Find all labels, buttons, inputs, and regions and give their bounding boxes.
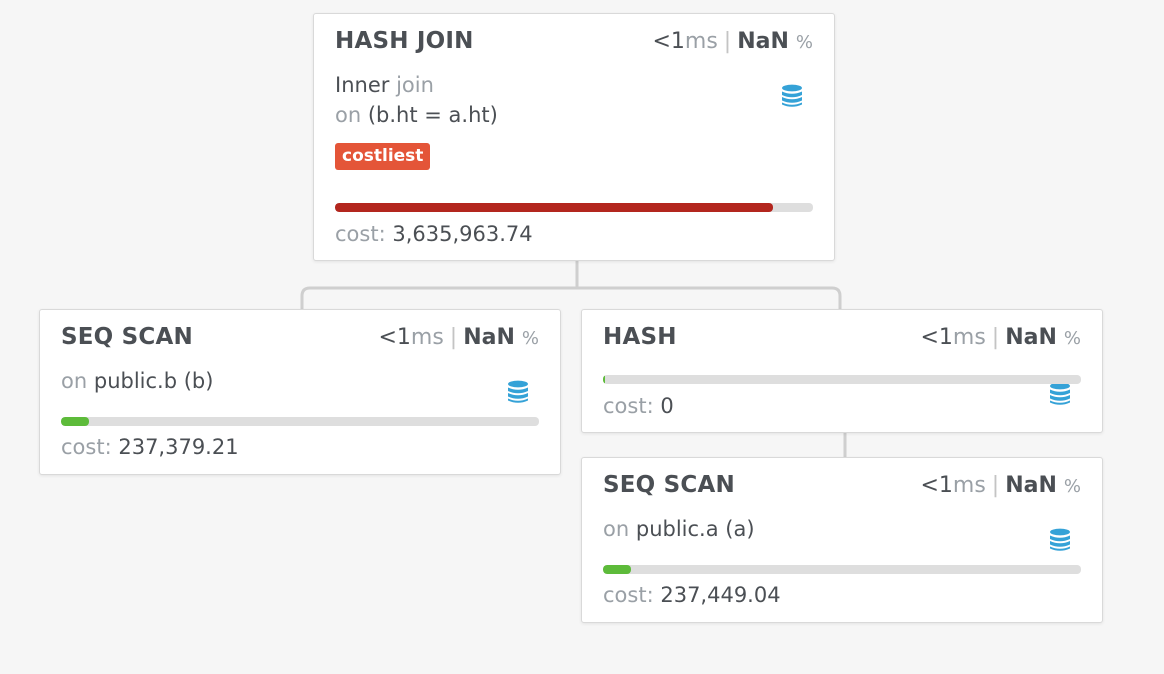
timing-unit: ms — [952, 473, 986, 498]
database-icon[interactable] — [507, 380, 529, 404]
relation-name: public.a (a) — [635, 517, 755, 541]
node-header: SEQ SCAN <1ms|NaN % — [603, 472, 1081, 498]
cost-value: 237,449.04 — [660, 583, 781, 607]
percent-symbol: % — [795, 32, 813, 53]
cost-bar-fill — [61, 417, 89, 426]
plan-node-seq-scan-b[interactable]: SEQ SCAN <1ms|NaN % on public.b (b) cost… — [39, 309, 561, 475]
plan-node-hash-join[interactable]: HASH JOIN <1ms|NaN % Inner join on (b.ht… — [313, 13, 835, 261]
plan-node-hash[interactable]: HASH <1ms|NaN % cost: 0 — [581, 309, 1103, 433]
cost-bar-fill — [335, 203, 774, 212]
percent-value: NaN — [1005, 325, 1057, 350]
relation-line: on public.a (a) — [603, 517, 755, 541]
percent-value: NaN — [1005, 473, 1057, 498]
on-word: on — [61, 369, 88, 393]
cost-bar-fill — [603, 565, 631, 574]
cost-label: cost: — [61, 435, 112, 459]
percent-symbol: % — [521, 328, 539, 349]
join-type-line: Inner join — [335, 73, 434, 97]
on-word: on — [335, 103, 362, 127]
cost-line: cost: 237,379.21 — [61, 435, 239, 459]
node-title: HASH JOIN — [335, 28, 474, 54]
percent-symbol: % — [1063, 476, 1081, 497]
node-timing: <1ms|NaN % — [920, 325, 1081, 350]
percent-value: NaN — [463, 325, 515, 350]
join-type: Inner — [335, 73, 390, 97]
cost-line: cost: 237,449.04 — [603, 583, 781, 607]
node-timing: <1ms|NaN % — [920, 473, 1081, 498]
cost-label: cost: — [603, 394, 654, 418]
cost-bar-fill — [603, 375, 605, 384]
timing-separator: | — [991, 325, 1000, 350]
timing-value: <1 — [378, 325, 411, 350]
relation-line: on public.b (b) — [61, 369, 213, 393]
node-title: SEQ SCAN — [603, 472, 735, 498]
node-timing: <1ms|NaN % — [378, 325, 539, 350]
timing-separator: | — [991, 473, 1000, 498]
database-icon[interactable] — [781, 84, 803, 108]
percent-symbol: % — [1063, 328, 1081, 349]
cost-value: 237,379.21 — [118, 435, 239, 459]
database-icon[interactable] — [1049, 528, 1071, 552]
node-header: HASH JOIN <1ms|NaN % — [335, 28, 813, 54]
connector-join-branches — [300, 286, 842, 311]
node-title: SEQ SCAN — [61, 324, 193, 350]
cost-bar — [603, 565, 1081, 574]
costliest-badge: costliest — [335, 143, 431, 170]
cost-label: cost: — [603, 583, 654, 607]
database-icon[interactable] — [1049, 382, 1071, 406]
timing-separator: | — [723, 29, 732, 54]
on-word: on — [603, 517, 630, 541]
cost-bar — [61, 417, 539, 426]
timing-unit: ms — [952, 325, 986, 350]
plan-node-seq-scan-a[interactable]: SEQ SCAN <1ms|NaN % on public.a (a) cost… — [581, 457, 1103, 623]
node-title: HASH — [603, 324, 677, 350]
node-header: SEQ SCAN <1ms|NaN % — [61, 324, 539, 350]
join-condition-line: on (b.ht = a.ht) — [335, 103, 498, 127]
percent-value: NaN — [737, 29, 789, 54]
cost-label: cost: — [335, 222, 386, 246]
timing-value: <1 — [652, 29, 685, 54]
timing-unit: ms — [410, 325, 444, 350]
cost-bar — [603, 375, 1081, 384]
cost-bar — [335, 203, 813, 212]
timing-value: <1 — [920, 473, 953, 498]
node-timing: <1ms|NaN % — [652, 29, 813, 54]
cost-value: 3,635,963.74 — [392, 222, 533, 246]
timing-value: <1 — [920, 325, 953, 350]
timing-unit: ms — [684, 29, 718, 54]
relation-name: public.b (b) — [93, 369, 214, 393]
join-condition: (b.ht = a.ht) — [367, 103, 498, 127]
node-header: HASH <1ms|NaN % — [603, 324, 1081, 350]
cost-line: cost: 3,635,963.74 — [335, 222, 533, 246]
timing-separator: | — [449, 325, 458, 350]
join-word: join — [396, 73, 434, 97]
cost-line: cost: 0 — [603, 394, 674, 418]
cost-value: 0 — [660, 394, 674, 418]
